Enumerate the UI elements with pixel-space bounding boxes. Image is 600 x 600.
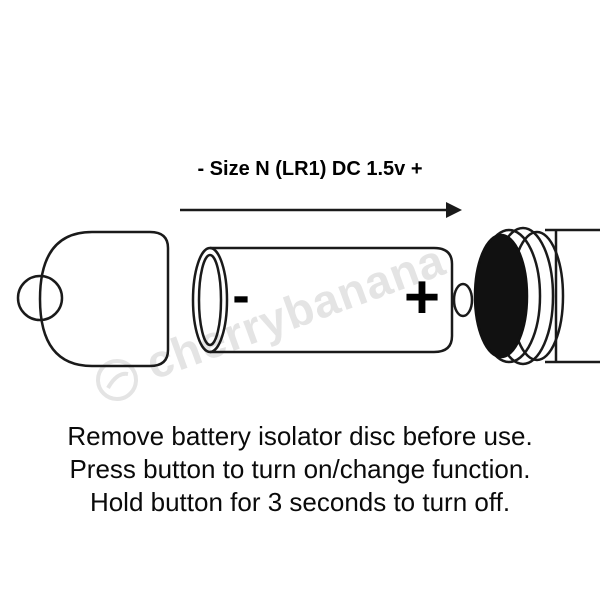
battery [191, 246, 474, 354]
direction-arrow [180, 202, 462, 218]
battery-terminal-nub [452, 282, 474, 318]
plus-label: + [403, 262, 441, 332]
device-end [473, 226, 600, 366]
size-label: - Size N (LR1) DC 1.5v + [197, 158, 423, 180]
battery-body [210, 246, 454, 354]
watermark-logo-circle [96, 359, 138, 401]
isolator-disc [473, 233, 529, 359]
watermark-logo [96, 359, 138, 401]
instruction-line-3: Hold button for 3 seconds to turn off. [89, 487, 511, 517]
instructions: Remove battery isolator disc before use.… [0, 420, 600, 519]
instruction-line-1: Remove battery isolator disc before use. [67, 421, 533, 451]
battery-rim-inner [197, 253, 223, 347]
minus-label: - [232, 267, 250, 325]
instruction-line-2: Press button to turn on/change function. [69, 454, 531, 484]
cap [16, 230, 170, 368]
cap-button [16, 274, 64, 322]
cap-outline [38, 230, 170, 368]
arrow-head [446, 202, 462, 218]
battery-rim-outer [191, 246, 229, 354]
banana-icon [106, 371, 129, 390]
